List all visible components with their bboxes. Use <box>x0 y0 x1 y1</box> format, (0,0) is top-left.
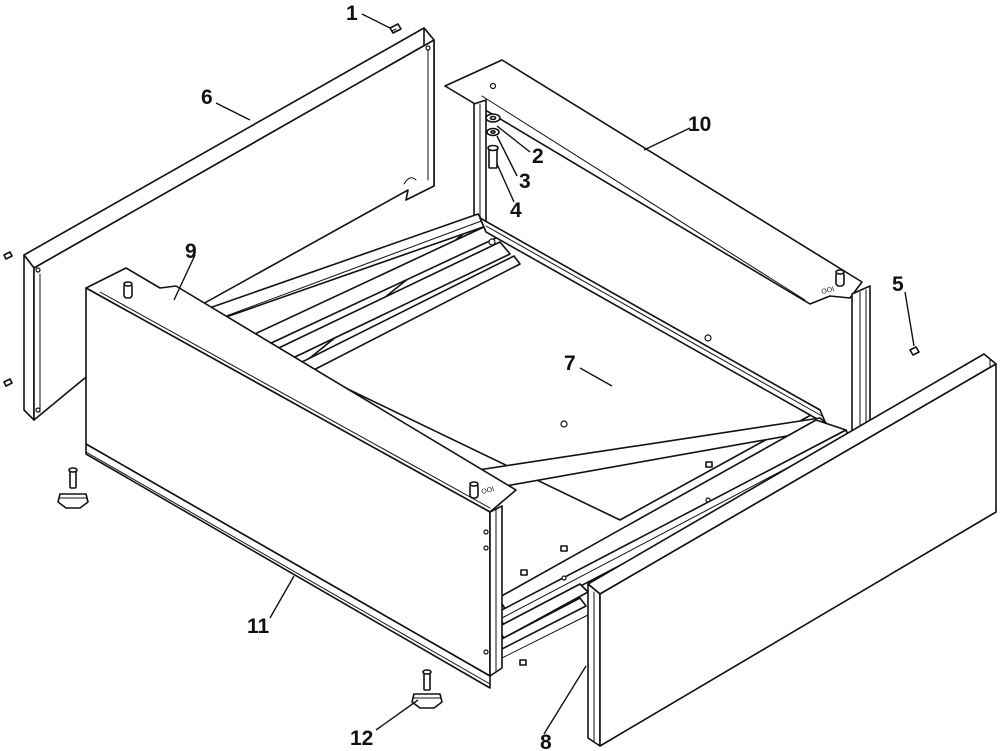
front-inner-rails <box>477 417 853 661</box>
rear-right-corner-post <box>851 285 871 433</box>
callout-10: 10 <box>688 113 711 136</box>
svg-text:9: 9 <box>185 240 197 263</box>
svg-text:2: 2 <box>532 145 544 168</box>
svg-text:8: 8 <box>540 731 552 751</box>
pin-rail-10 <box>835 269 845 287</box>
inner-screw-d <box>519 659 527 666</box>
svg-text:3: 3 <box>519 170 531 193</box>
part-2-washer <box>485 113 501 123</box>
callout-4: 4 <box>510 199 522 222</box>
svg-text:OOI: OOI <box>821 286 835 296</box>
callout-8: 8 <box>540 731 552 751</box>
leveling-foot-left <box>57 467 89 509</box>
svg-text:7: 7 <box>564 352 576 375</box>
svg-text:OOI: OOI <box>481 486 495 496</box>
screw-left-upper <box>3 251 13 260</box>
part-4-bolt <box>487 144 499 169</box>
svg-text:10: 10 <box>688 113 711 136</box>
part-1-screw <box>389 23 402 34</box>
leader-lines <box>173 13 915 735</box>
inner-screw-c <box>520 569 528 576</box>
svg-text:12: 12 <box>350 727 373 750</box>
callout-7: 7 <box>564 352 576 375</box>
callout-2: 2 <box>532 145 544 168</box>
inner-screw-b <box>560 545 568 552</box>
part-8-front-right-panel <box>587 353 997 747</box>
callout-3: 3 <box>519 170 531 193</box>
svg-text:4: 4 <box>510 199 522 222</box>
callout-12: 12 <box>350 727 373 750</box>
callout-5: 5 <box>892 273 904 296</box>
rear-left-corner-post <box>473 99 487 229</box>
callout-9: 9 <box>185 240 197 263</box>
pin-rail-9-left <box>123 281 133 299</box>
pin-rail-9-right <box>469 481 479 499</box>
part-5-screw <box>909 346 920 356</box>
part-11-front-panel <box>85 287 503 689</box>
callout-11: 11 <box>247 615 270 638</box>
svg-text:1: 1 <box>346 2 358 25</box>
callout-6: 6 <box>201 86 213 109</box>
svg-text:11: 11 <box>247 615 270 638</box>
part-12-leveling-foot <box>411 669 443 709</box>
svg-text:5: 5 <box>892 273 904 296</box>
part-10-rear-top-rail: OOI <box>444 59 863 305</box>
callout-1: 1 <box>346 2 358 25</box>
inner-screw-a <box>705 461 713 468</box>
part-3-washer <box>486 127 500 137</box>
screw-left-lower <box>3 378 13 387</box>
svg-text:6: 6 <box>201 86 213 109</box>
